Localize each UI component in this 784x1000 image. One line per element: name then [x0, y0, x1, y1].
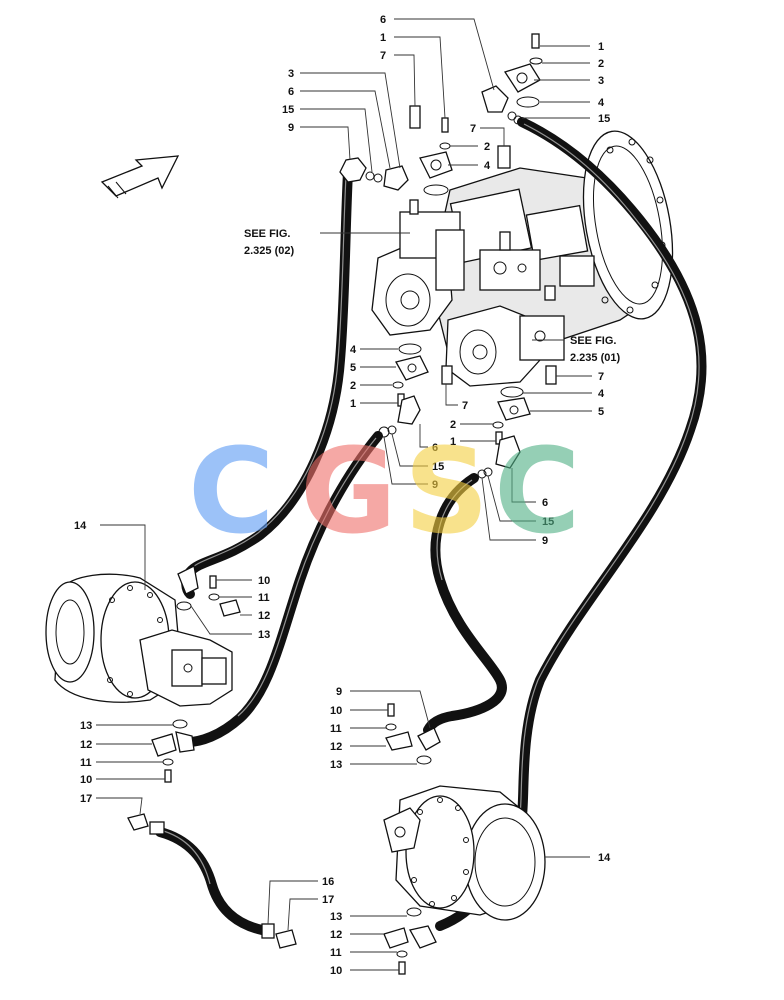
- see-fig-a-line2: 2.325 (02): [244, 245, 294, 257]
- callout-2: 2: [484, 141, 490, 153]
- callout-12: 12: [330, 929, 342, 941]
- see-fig-b-line2: 2.235 (01): [570, 352, 620, 364]
- callout-1: 1: [598, 41, 604, 53]
- callout-11: 11: [330, 723, 342, 735]
- callout-6: 6: [380, 14, 386, 26]
- callout-6: 6: [288, 86, 294, 98]
- left-motor-fittings: [127, 565, 241, 835]
- callout-7: 7: [470, 123, 476, 135]
- callout-10: 10: [330, 965, 342, 977]
- callout-12: 12: [258, 610, 270, 622]
- callout-14: 14: [598, 852, 611, 864]
- callout-11: 11: [330, 947, 342, 959]
- top-fittings: [339, 33, 543, 196]
- callout-13: 13: [80, 720, 92, 732]
- callout-9: 9: [432, 479, 438, 491]
- callout-9: 9: [336, 686, 342, 698]
- callout-11: 11: [80, 757, 92, 769]
- callout-13: 13: [330, 911, 342, 923]
- callout-6: 6: [432, 442, 438, 454]
- callout-3: 3: [598, 75, 604, 87]
- callout-9: 9: [288, 122, 294, 134]
- callout-5: 5: [598, 406, 604, 418]
- callout-10: 10: [330, 705, 342, 717]
- callout-12: 12: [80, 739, 92, 751]
- callout-4: 4: [598, 388, 605, 400]
- travel-motor-left: [45, 573, 233, 707]
- callouts-middle: 4 5 2 1 6 15 9 7 7 4 5 2 1 6 15 9: [350, 344, 605, 547]
- watermark-letter-c2: C: [494, 422, 581, 560]
- callout-1: 1: [350, 398, 356, 410]
- callout-4: 4: [350, 344, 357, 356]
- callout-12: 12: [330, 741, 342, 753]
- callout-1: 1: [380, 32, 386, 44]
- callout-13: 13: [258, 629, 270, 641]
- callout-4: 4: [598, 97, 605, 109]
- right-motor-fittings: [261, 703, 441, 975]
- see-fig-a-line1: SEE FIG.: [244, 228, 290, 240]
- callout-4: 4: [484, 160, 491, 172]
- callout-1: 1: [450, 436, 456, 448]
- callout-2: 2: [350, 380, 356, 392]
- callout-2: 2: [450, 419, 456, 431]
- middle-fittings: [378, 343, 557, 479]
- callout-9: 9: [542, 535, 548, 547]
- watermark-letter-s: S: [404, 422, 489, 560]
- figure-references: SEE FIG. 2.325 (02) SEE FIG. 2.235 (01): [244, 228, 620, 364]
- see-fig-b-line1: SEE FIG.: [570, 335, 616, 347]
- direction-arrow-icon: [100, 155, 180, 199]
- callout-10: 10: [258, 575, 270, 587]
- hose-assembly-16: [155, 827, 267, 935]
- callout-7: 7: [380, 50, 386, 62]
- callouts-right-motor: 9 10 11 12 13 14 16 17 13 12 11 10: [322, 686, 611, 977]
- callout-17: 17: [80, 793, 92, 805]
- callout-15: 15: [282, 104, 294, 116]
- callout-7: 7: [598, 371, 604, 383]
- callout-6: 6: [542, 497, 548, 509]
- watermark-letter-c1: C: [188, 422, 275, 560]
- callout-17: 17: [322, 894, 334, 906]
- hose-assembly-9-mid-left: [183, 431, 383, 747]
- watermark-logo: C G S C: [188, 422, 581, 560]
- callouts-left-motor: 14 10 11 12 13 13 12 11 10 17: [74, 520, 270, 805]
- callout-3: 3: [288, 68, 294, 80]
- callout-10: 10: [80, 774, 92, 786]
- callout-2: 2: [598, 58, 604, 70]
- callout-13: 13: [330, 759, 342, 771]
- hose-assembly-9-top-right: [517, 117, 707, 820]
- callout-5: 5: [350, 362, 356, 374]
- callout-15: 15: [432, 461, 444, 473]
- callout-15: 15: [598, 113, 610, 125]
- hose-assembly-9-mid-right: [423, 473, 507, 735]
- callout-11: 11: [258, 592, 270, 604]
- callout-14: 14: [74, 520, 87, 532]
- callouts-top: 6 1 7 3 6 15 9 1 2 3 4 15 7 2 4: [282, 14, 610, 172]
- callout-16: 16: [322, 876, 334, 888]
- callout-15: 15: [542, 516, 554, 528]
- watermark-letter-g: G: [300, 422, 397, 560]
- callout-7: 7: [462, 400, 468, 412]
- leader-lines: [96, 18, 592, 971]
- travel-motor-right: [383, 785, 546, 921]
